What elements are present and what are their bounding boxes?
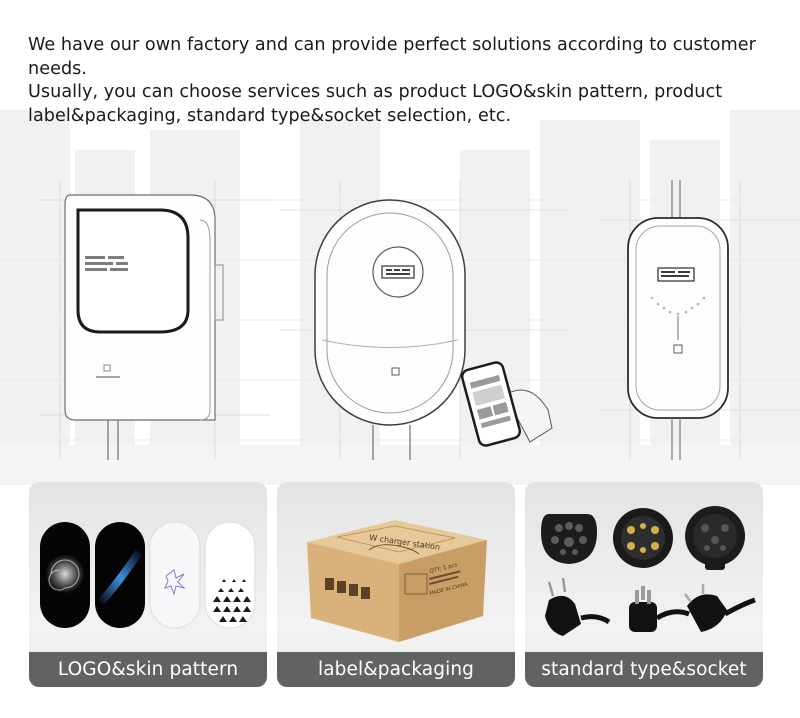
uk-plug-icon xyxy=(629,586,690,632)
intro-text: We have our own factory and can provide … xyxy=(28,34,778,128)
card-label-standard-socket: standard type&socket xyxy=(525,652,763,687)
type1-connector-icon xyxy=(685,506,746,570)
intro-line-2: Usually, you can choose services such as… xyxy=(28,82,723,126)
intro-line-1: We have our own factory and can provide … xyxy=(28,35,756,79)
card-label-packaging: W charger station QTY: 1 pcs MADE IN CHI… xyxy=(277,482,515,687)
card-label-label-packaging: label&packaging xyxy=(277,652,515,687)
oval-wallbox-charger-icon xyxy=(280,180,570,460)
skin-panels-icon xyxy=(40,521,256,629)
gbt-connector-icon xyxy=(613,508,673,568)
connector-plugs-icon xyxy=(541,506,756,636)
packaging-box-icon: W charger station QTY: 1 pcs MADE IN CHI… xyxy=(307,520,487,642)
card-standard-socket: standard type&socket xyxy=(525,482,763,687)
eu-plug-icon xyxy=(545,577,611,636)
smartphone-app-icon xyxy=(460,361,553,447)
type2-connector-icon xyxy=(541,514,597,564)
capsule-wallbox-charger-icon xyxy=(600,180,800,460)
au-plug-icon xyxy=(684,584,756,632)
card-logo-skin: LOGO&skin pattern xyxy=(29,482,267,687)
card-label-logo-skin: LOGO&skin pattern xyxy=(29,652,267,687)
square-wallbox-charger-icon xyxy=(40,180,270,460)
